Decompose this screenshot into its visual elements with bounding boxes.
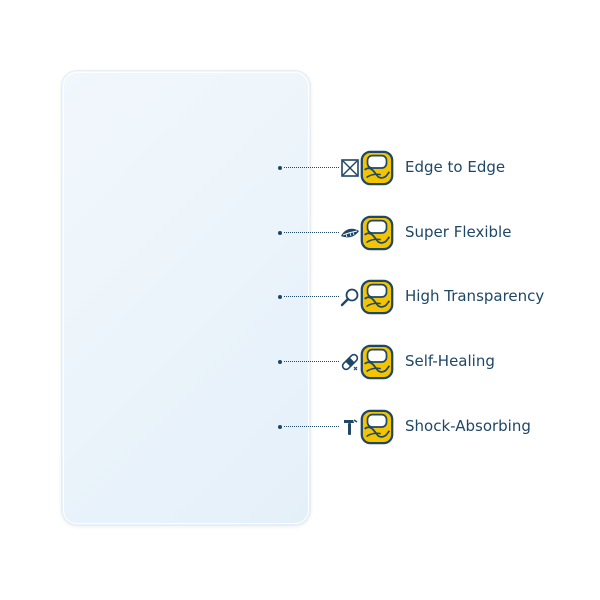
leader-dot [278,425,282,429]
magnifier-icon [340,288,359,307]
feature-edge-to-edge: Edge to Edge [274,148,574,188]
leader-dot [278,295,282,299]
leader-dot [278,166,282,170]
leader-line [284,361,339,362]
strength-badge-icon [360,215,394,251]
leader-dot [278,231,282,235]
strength-badge-icon [360,344,394,380]
leader-line [284,167,339,168]
feature-high-transparency: High Transparency [274,277,574,317]
hammer-icon [344,419,358,435]
feature-label: Edge to Edge [405,158,506,176]
feature-self-healing: Self-Healing [274,342,574,382]
feature-label: Super Flexible [405,223,512,241]
screen-protector-film [61,70,311,526]
edge-to-edge-icon [341,159,359,177]
feature-label: Self-Healing [405,352,495,370]
strength-badge-icon [360,150,394,186]
strength-badge-icon [360,279,394,315]
leader-line [284,232,339,233]
leader-dot [278,360,282,364]
feature-shock-absorbing: Shock-Absorbing [274,407,574,447]
flexible-leaf-icon [341,228,359,238]
leader-line [284,296,339,297]
feature-label: High Transparency [405,287,545,305]
strength-badge-icon [360,409,394,445]
feature-label: Shock-Absorbing [405,417,531,435]
feature-super-flexible: Super Flexible [274,213,574,253]
leader-line [284,426,339,427]
bandage-icon [341,353,359,371]
